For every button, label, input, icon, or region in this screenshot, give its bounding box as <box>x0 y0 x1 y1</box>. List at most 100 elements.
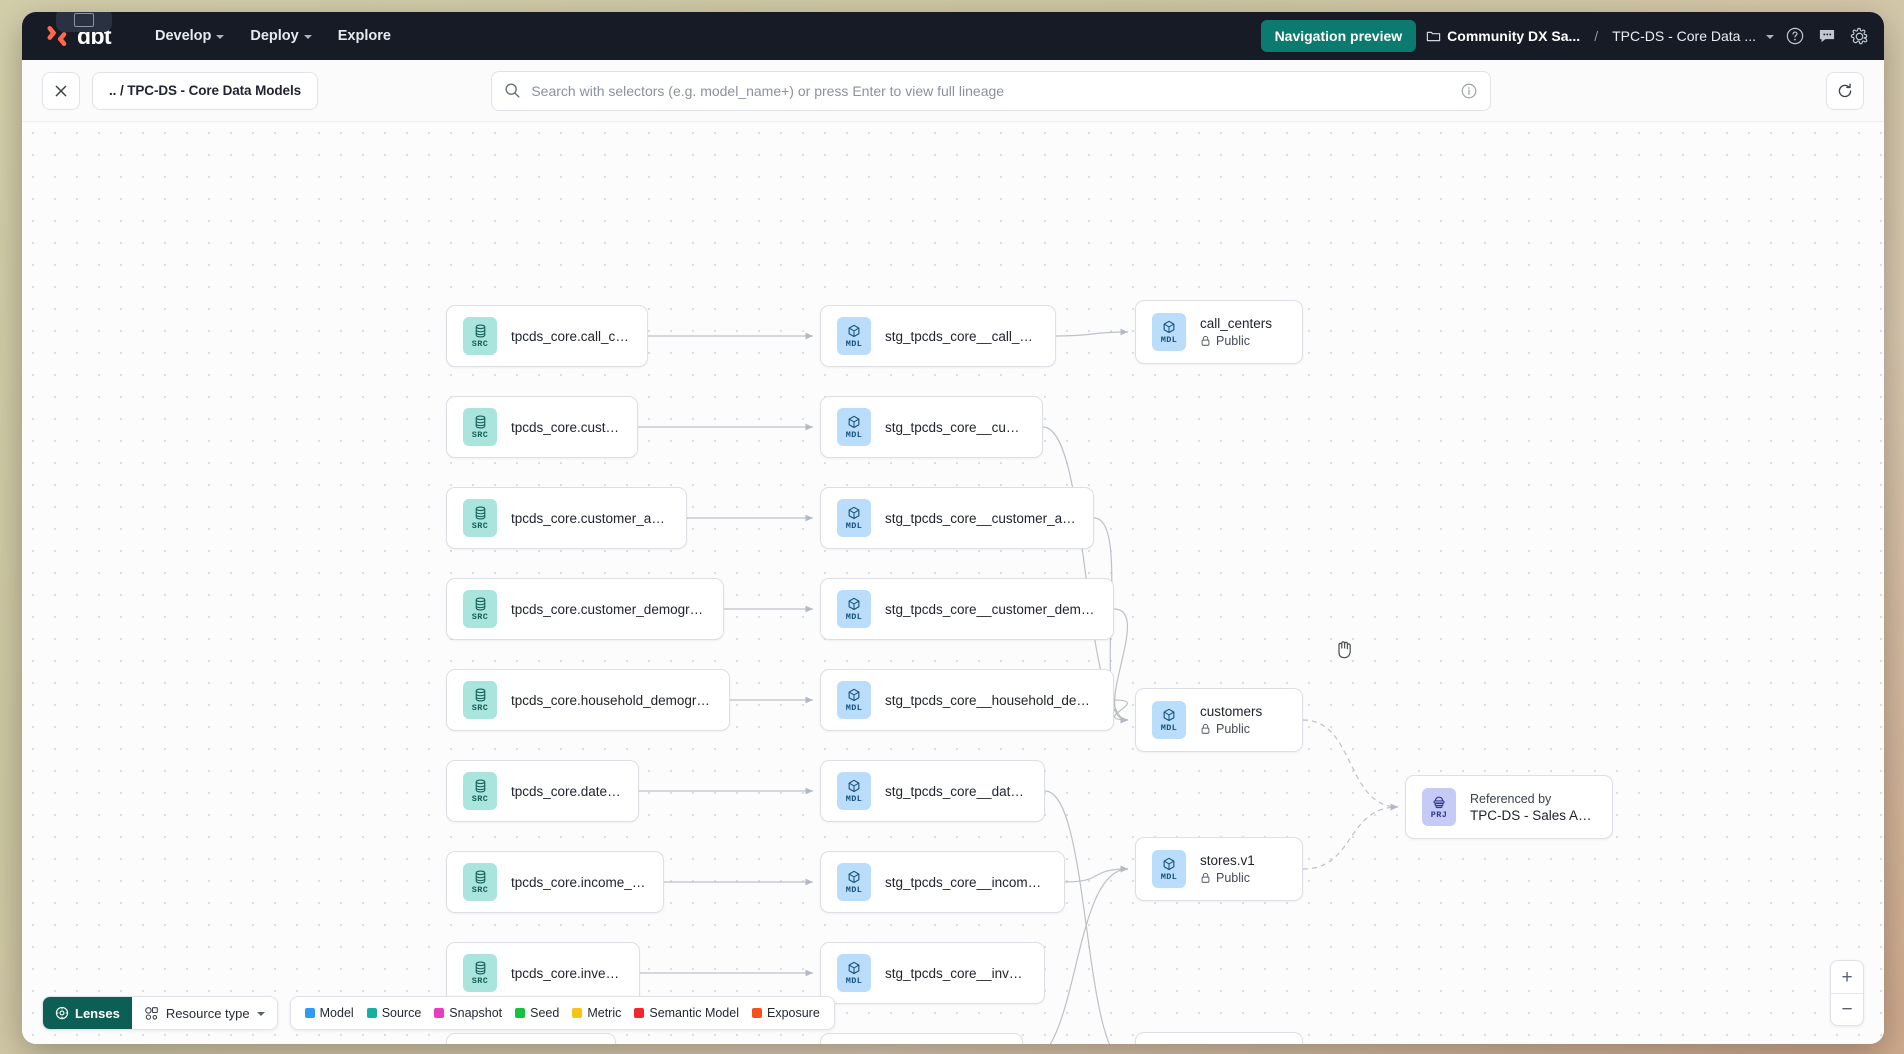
edge-stores_v1-to-referenced_by_proj <box>1302 803 1399 870</box>
node-body: tpcds_core.inventory <box>511 966 623 981</box>
nav-develop[interactable]: Develop <box>145 21 234 51</box>
zoom-out-button[interactable]: − <box>1831 993 1863 1025</box>
legend-item-semantic-model[interactable]: Semantic Model <box>634 1006 739 1020</box>
zoom-in-button[interactable]: + <box>1841 966 1853 988</box>
legend-label: Semantic Model <box>649 1006 739 1020</box>
legend-item-metric[interactable]: Metric <box>572 1006 621 1020</box>
lenses-button[interactable]: Lenses <box>43 997 132 1029</box>
database-icon: SRC <box>463 499 497 537</box>
legend-label: Snapshot <box>449 1006 503 1020</box>
database-icon: SRC <box>463 317 497 355</box>
node-title: stg_tpcds_core__customer_demogra… <box>885 601 1097 617</box>
lens-controls: Lenses Resource type <box>42 996 278 1030</box>
search-bar[interactable] <box>491 70 1492 111</box>
node-title: tpcds_core.inventory <box>511 965 623 981</box>
nav-explore[interactable]: Explore <box>328 21 401 51</box>
gear-icon[interactable] <box>1848 25 1870 47</box>
node-title: tpcds_core.customer <box>511 419 621 435</box>
help-circle-icon[interactable] <box>1784 25 1806 47</box>
node-title: tpcds_core.customer_address <box>511 510 670 526</box>
resource-type-button[interactable]: Resource type <box>131 997 277 1029</box>
project-name: TPC-DS - Core Data ... <box>1612 28 1756 44</box>
search-input[interactable] <box>531 82 1451 99</box>
legend-item-exposure[interactable]: Exposure <box>751 1006 820 1020</box>
legend-item-source[interactable]: Source <box>366 1006 422 1020</box>
account-breadcrumb[interactable]: Community DX Sa... <box>1426 28 1580 44</box>
graph-node-stg_customer[interactable]: MDL stg_tpcds_core__customer <box>820 396 1043 458</box>
cube-icon: MDL <box>837 590 871 628</box>
legend-label: Source <box>381 1006 422 1020</box>
cube-icon: MDL <box>1152 850 1186 888</box>
node-title: stg_tpcds_core__customer <box>885 419 1026 435</box>
project-breadcrumb[interactable]: TPC-DS - Core Data ... <box>1612 28 1774 44</box>
chevron-down-icon <box>216 35 225 39</box>
nav-develop-label: Develop <box>154 28 212 44</box>
close-icon <box>55 85 67 96</box>
legend-item-model[interactable]: Model <box>304 1006 354 1020</box>
lens-icon <box>55 1006 69 1020</box>
nav-deploy[interactable]: Deploy <box>240 21 321 51</box>
cube-icon: MDL <box>837 408 871 446</box>
cube-icon: MDL <box>1152 701 1186 739</box>
lock-icon <box>1201 723 1210 734</box>
graph-node-src_customer_address[interactable]: SRC tpcds_core.customer_address <box>446 487 687 549</box>
legend-item-seed[interactable]: Seed <box>515 1006 559 1020</box>
toolbar-right-group <box>1825 71 1864 110</box>
node-title: tpcds_core.household_demographics <box>511 692 713 708</box>
legend-label: Metric <box>587 1006 622 1020</box>
lineage-canvas[interactable]: SRCtpcds_core.call_centerSRCtpcds_core.c… <box>22 122 1884 1044</box>
cube-icon: MDL <box>837 681 871 719</box>
node-body: tpcds_core.household_demographics <box>511 693 713 708</box>
graph-node-stg_household_demog[interactable]: MDLstg_tpcds_core__household_demogr… <box>820 669 1114 731</box>
lineage-graph: SRCtpcds_core.call_centerSRCtpcds_core.c… <box>22 122 1884 1044</box>
search-info-button[interactable] <box>1460 82 1478 100</box>
info-circle-icon <box>1462 83 1477 98</box>
close-button[interactable] <box>42 71 80 110</box>
chevron-down-icon <box>256 1012 265 1016</box>
folder-icon <box>1426 31 1441 41</box>
window-tab-nub <box>56 12 112 32</box>
node-access-label: Public <box>1216 334 1251 348</box>
refresh-button[interactable] <box>1825 71 1864 110</box>
database-icon: SRC <box>463 681 497 719</box>
breadcrumb-chip[interactable]: .. / TPC-DS - Core Data Models <box>92 71 319 110</box>
node-body: tpcds_core.customer_demographics <box>511 602 707 617</box>
node-access: Public <box>1200 334 1272 348</box>
nav-explore-label: Explore <box>337 28 391 44</box>
node-body: stg_tpcds_core__inventory <box>885 966 1028 981</box>
cube-icon: MDL <box>1152 313 1186 351</box>
chat-bubble-icon[interactable] <box>1816 25 1838 47</box>
node-title: TPC-DS - Sales Analytics <box>1470 807 1596 823</box>
database-icon: SRC <box>463 772 497 810</box>
zoom-controls: + − <box>1830 960 1864 1026</box>
navigation-preview-button[interactable]: Navigation preview <box>1260 20 1417 52</box>
legend-swatch <box>634 1008 645 1018</box>
graph-node-src_household_demog[interactable]: SRC tpcds_core.household_demographics <box>446 669 730 731</box>
legend-item-snapshot[interactable]: Snapshot <box>434 1006 502 1020</box>
lenses-label: Lenses <box>75 1005 120 1021</box>
edge-stg_customer_demog-to-customers <box>1113 608 1129 724</box>
legend-swatch <box>751 1008 762 1018</box>
graph-node-stg_customer_demog[interactable]: MDL stg_tpcds_core__customer_demogra… <box>820 578 1114 640</box>
